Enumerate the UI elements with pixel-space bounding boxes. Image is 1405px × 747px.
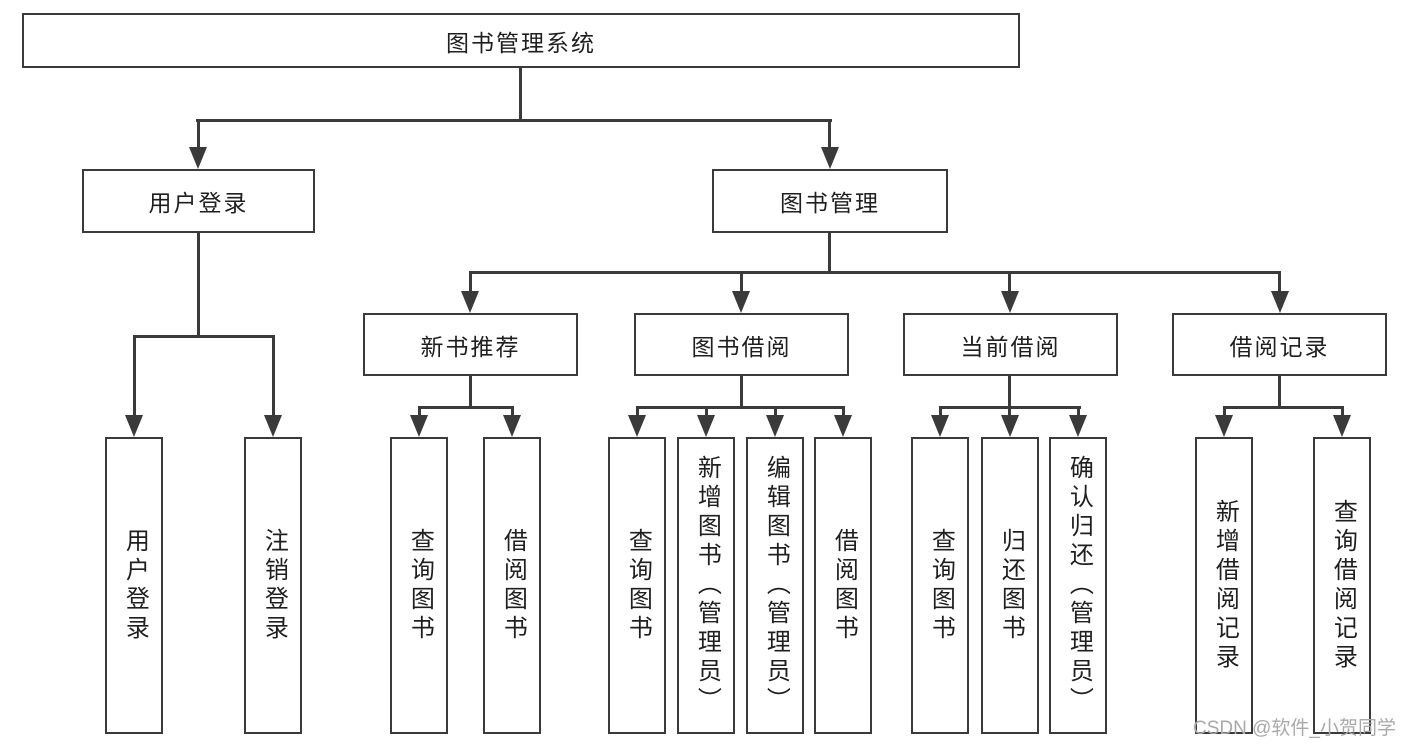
arrow-down-icon	[189, 147, 207, 169]
arrow-down-icon	[732, 291, 750, 313]
connector-line	[469, 271, 472, 295]
node-label: 图书管理系统	[446, 29, 596, 56]
leaf-query-books-recommend: 查询图书	[390, 437, 448, 734]
connector-line	[1008, 406, 1011, 418]
connector-line	[636, 406, 639, 418]
arrow-down-icon	[1069, 415, 1087, 437]
watermark-text: CSDN @软件_小贺同学	[1193, 718, 1396, 739]
arrow-down-icon	[461, 291, 479, 313]
connector-line	[133, 335, 275, 338]
connector-line	[705, 406, 708, 418]
arrow-down-icon	[931, 415, 949, 437]
leaf-label: 借阅图书	[499, 527, 527, 644]
leaf-label: 注销登录	[260, 527, 288, 644]
connector-line	[197, 233, 200, 335]
node-book-borrowing: 图书借阅	[634, 313, 849, 376]
leaf-edit-books-admin: 编辑图书（管理员）	[746, 437, 804, 734]
leaf-add-books-admin: 新增图书（管理员）	[677, 437, 735, 734]
arrow-down-icon	[125, 415, 143, 437]
connector-line	[740, 376, 743, 407]
connector-line	[272, 335, 275, 417]
connector-line	[1278, 376, 1281, 407]
leaf-label: 新增借阅记录	[1211, 498, 1239, 673]
leaf-query-books-borrowing: 查询图书	[608, 437, 666, 734]
arrow-down-icon	[697, 415, 715, 437]
node-label: 用户登录	[148, 190, 249, 216]
arrow-down-icon	[821, 147, 839, 169]
connector-line	[842, 406, 845, 418]
arrow-down-icon	[264, 415, 282, 437]
arrow-down-icon	[1215, 415, 1233, 437]
arrow-down-icon	[1001, 291, 1019, 313]
arrow-down-icon	[503, 415, 521, 437]
node-new-book-recommendation: 新书推荐	[363, 313, 578, 376]
connector-line	[1223, 406, 1226, 418]
node-label: 图书管理	[780, 190, 880, 216]
connector-line	[740, 271, 743, 295]
leaf-label: 确认归还（管理员）	[1065, 455, 1093, 716]
connector-line	[1341, 406, 1344, 418]
arrow-down-icon	[1001, 415, 1019, 437]
node-label: 借阅记录	[1229, 333, 1330, 360]
leaf-label: 查询图书	[927, 527, 955, 644]
leaf-query-books-current: 查询图书	[911, 437, 969, 734]
leaf-confirm-return-admin: 确认归还（管理员）	[1049, 437, 1107, 734]
node-borrowing-records: 借阅记录	[1172, 313, 1387, 376]
node-user-login: 用户登录	[82, 169, 315, 233]
leaf-query-borrow-record: 查询借阅记录	[1313, 437, 1371, 734]
leaf-label: 归还图书	[997, 527, 1025, 644]
connector-line	[196, 119, 832, 122]
node-book-management: 图书管理	[712, 169, 948, 233]
connector-line	[828, 233, 831, 271]
node-library-system: 图书管理系统	[22, 13, 1020, 68]
leaf-label: 借阅图书	[830, 527, 858, 644]
node-current-borrowing: 当前借阅	[903, 313, 1118, 376]
node-label: 当前借阅	[960, 333, 1061, 360]
arrow-down-icon	[1271, 291, 1289, 313]
arrow-down-icon	[766, 415, 784, 437]
node-label: 新书推荐	[420, 333, 521, 360]
leaf-user-login: 用户登录	[105, 437, 163, 734]
connector-line	[1008, 271, 1011, 295]
node-label: 图书借阅	[691, 333, 792, 360]
leaf-label: 编辑图书（管理员）	[762, 455, 790, 716]
arrow-down-icon	[410, 415, 428, 437]
connector-line	[774, 406, 777, 418]
connector-line	[197, 119, 200, 149]
arrow-down-icon	[834, 415, 852, 437]
leaf-logout-login: 注销登录	[244, 437, 302, 734]
leaf-label: 用户登录	[121, 527, 149, 644]
leaf-return-books: 归还图书	[981, 437, 1039, 734]
leaf-label: 查询图书	[624, 527, 652, 644]
connector-line	[469, 271, 1281, 274]
connector-line	[939, 406, 942, 418]
connector-line	[636, 406, 845, 409]
leaf-add-borrow-record: 新增借阅记录	[1195, 437, 1253, 734]
connector-line	[1223, 406, 1344, 409]
connector-line	[469, 376, 472, 407]
connector-line	[511, 406, 514, 418]
connector-line	[1278, 271, 1281, 295]
leaf-borrow-books: 借阅图书	[814, 437, 872, 734]
connector-line	[1077, 406, 1080, 418]
connector-line	[133, 335, 136, 417]
leaf-borrow-books-recommend: 借阅图书	[483, 437, 541, 734]
connector-line	[418, 406, 421, 418]
connector-line	[418, 406, 514, 409]
leaf-label: 查询借阅记录	[1329, 498, 1357, 673]
leaf-label: 新增图书（管理员）	[693, 455, 721, 716]
connector-line	[828, 119, 831, 149]
connector-line	[519, 68, 522, 119]
connector-line	[1008, 376, 1011, 407]
arrow-down-icon	[1333, 415, 1351, 437]
leaf-label: 查询图书	[406, 527, 434, 644]
arrow-down-icon	[628, 415, 646, 437]
